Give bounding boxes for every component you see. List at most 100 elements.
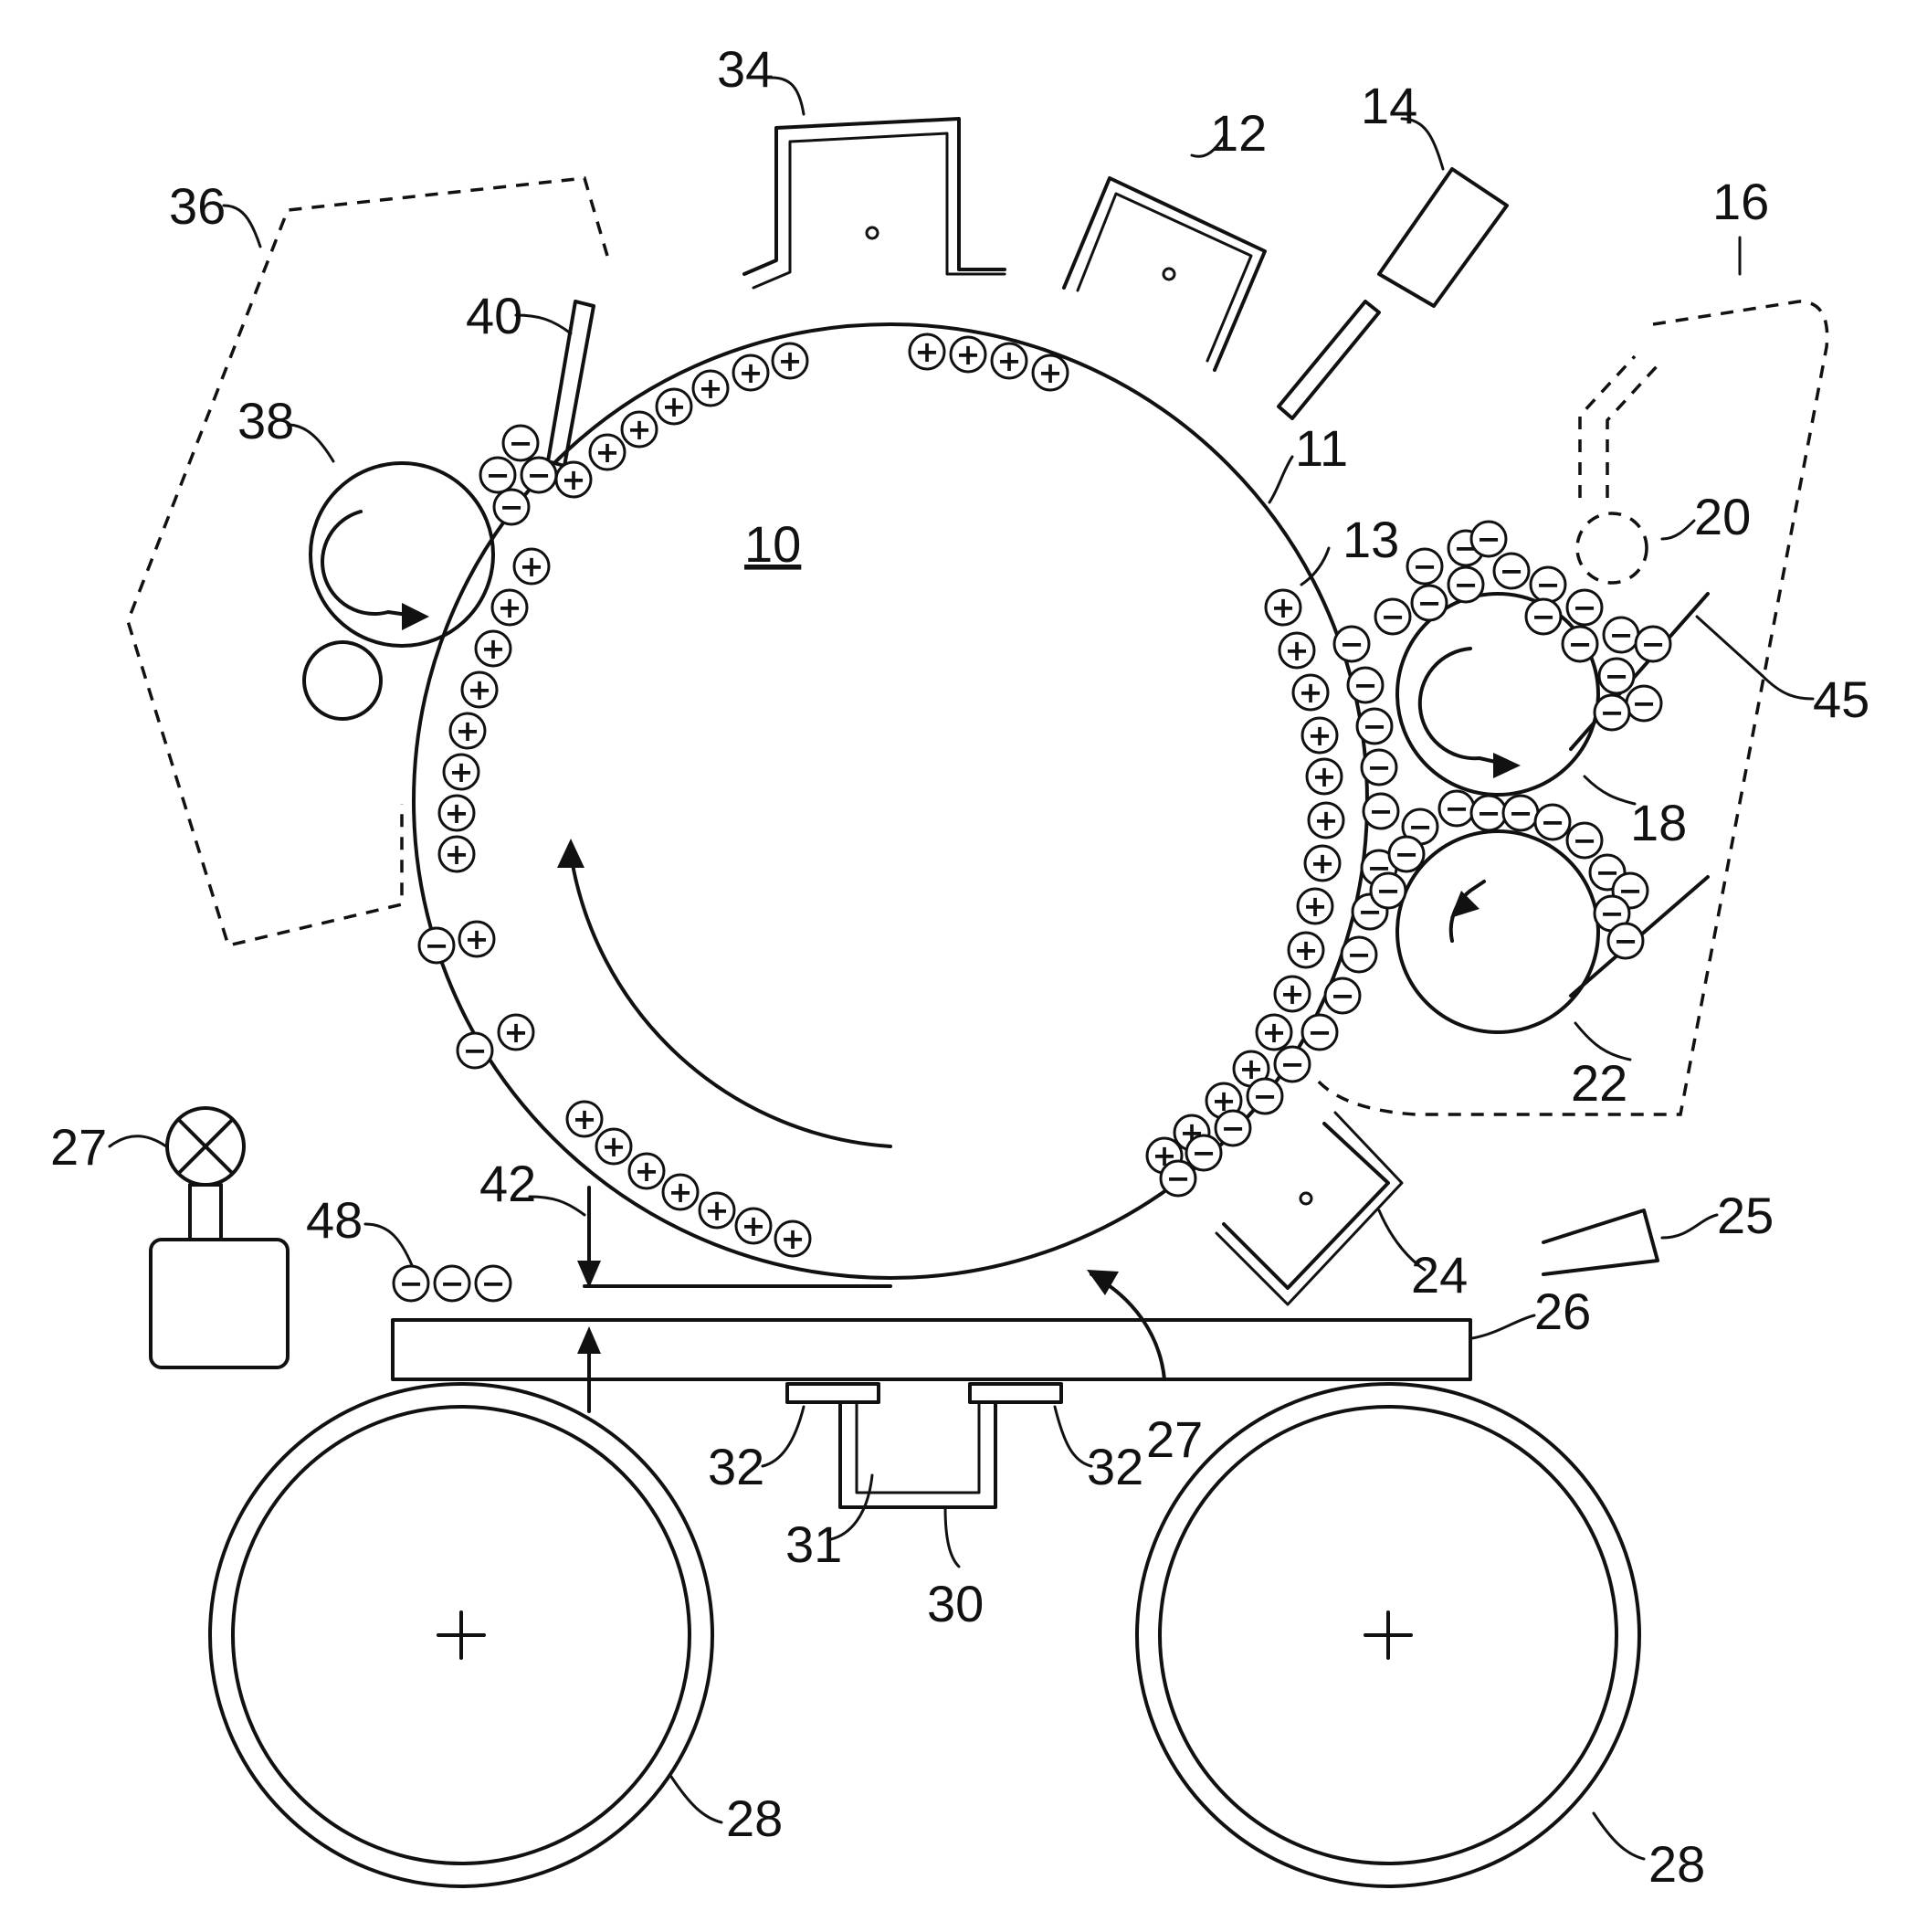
minus-sign: − [1614, 924, 1638, 958]
developer-roller-2-arrowhead [1450, 891, 1479, 918]
leader-27-lamp [110, 1136, 166, 1146]
leader-26 [1472, 1315, 1534, 1338]
minus-sign: − [1568, 627, 1593, 661]
leader-11 [1269, 457, 1292, 502]
label-exposure: 14 [1361, 77, 1417, 134]
leader-40 [516, 315, 571, 333]
plus-sign: + [1262, 1015, 1287, 1050]
minus-sign: − [1477, 796, 1501, 830]
minus-sign: − [1445, 791, 1469, 826]
leader-38 [288, 425, 333, 461]
leader-25 [1662, 1215, 1717, 1238]
plus-sign: + [627, 412, 652, 447]
leader-45 [1697, 617, 1813, 699]
belt-roller-right-axis [1365, 1612, 1411, 1658]
plus-sign: + [595, 435, 620, 470]
transfer-pad-right [970, 1384, 1061, 1402]
plus-sign: + [669, 1175, 693, 1209]
plus-sign: + [481, 631, 506, 666]
minus-sign: − [1280, 1047, 1305, 1082]
plus-sign: + [1285, 633, 1310, 668]
label-dev-roller-1: 18 [1630, 794, 1687, 851]
belt-roller-left-axis [438, 1612, 484, 1658]
plus-sign: + [1312, 759, 1337, 794]
label-charger: 12 [1210, 104, 1267, 162]
minus-sign: − [1609, 618, 1634, 652]
plus-sign: + [456, 713, 480, 748]
leader-28-left [671, 1777, 721, 1822]
minus-sign: − [1353, 668, 1378, 702]
minus-sign: − [500, 490, 524, 524]
minus-sign: − [1192, 1135, 1216, 1170]
leader-32-right [1055, 1407, 1091, 1466]
minus-sign: − [527, 458, 552, 492]
plus-sign: + [742, 1209, 766, 1243]
leader-42 [530, 1197, 584, 1215]
lamp-neck [190, 1185, 221, 1240]
drum-rotation-arrowhead [557, 839, 584, 868]
minus-sign: − [486, 458, 511, 492]
gap-arrowhead-lower [577, 1326, 601, 1354]
leader-28-right [1594, 1813, 1644, 1859]
minus-sign: − [399, 1266, 424, 1301]
cleaning-roller-rotation-arrow [322, 512, 420, 617]
plus-sign: + [1038, 355, 1063, 390]
plus-sign: + [468, 672, 492, 707]
leader-18 [1585, 776, 1635, 804]
label-drum-surface: 11 [1295, 419, 1348, 477]
plus-sign: + [739, 355, 763, 390]
plus-sign: + [1311, 846, 1335, 881]
plus-sign: + [445, 837, 469, 871]
minus-sign: − [1395, 837, 1419, 871]
plus-sign: + [1294, 933, 1319, 967]
minus-sign: − [1166, 1161, 1191, 1196]
minus-sign: − [1221, 1111, 1246, 1145]
plus-sign: + [602, 1129, 627, 1164]
plus-sign: + [1271, 590, 1296, 625]
label-gap: 42 [479, 1155, 536, 1212]
label-lamp: 27 [50, 1118, 107, 1176]
plus-sign: + [1299, 675, 1323, 710]
plus-sign: + [1303, 889, 1328, 924]
minus-sign: − [1369, 794, 1394, 829]
label-transfer-pad-right: 32 [1087, 1438, 1143, 1495]
label-blade: 40 [466, 287, 522, 344]
minus-sign: − [509, 426, 533, 460]
minus-sign: − [1331, 978, 1355, 1013]
leader-20 [1662, 521, 1694, 539]
minus-sign: − [1367, 750, 1392, 785]
plus-sign: + [699, 371, 723, 406]
plus-sign: + [778, 343, 803, 378]
label-pre-clean-charger: 34 [717, 40, 774, 98]
developer-roller-1-arrow [1420, 649, 1511, 765]
label-dev-roller-2: 22 [1571, 1054, 1627, 1112]
plus-sign: + [915, 334, 940, 369]
label-particle: 13 [1343, 511, 1399, 568]
minus-sign: − [440, 1266, 465, 1301]
drum-rotation-arrow [571, 854, 890, 1146]
minus-sign: − [1417, 586, 1442, 620]
minus-sign: − [1454, 567, 1479, 602]
plus-sign: + [445, 796, 469, 830]
plus-sign: + [1280, 977, 1305, 1011]
minus-sign: − [1477, 522, 1501, 556]
label-dev-unit: 16 [1712, 173, 1769, 230]
label-cleaning-roller: 38 [237, 392, 294, 449]
sheet-guide [1543, 1210, 1658, 1274]
minus-sign: − [425, 928, 449, 963]
transfer-pad-left [787, 1384, 879, 1402]
exposure-head [1379, 169, 1507, 306]
post-dev-charger-wire [1300, 1193, 1311, 1204]
plus-sign: + [1314, 803, 1339, 838]
cleaning-roller-arrowhead [402, 603, 429, 630]
plus-sign: + [562, 462, 586, 497]
pre-clean-charger-inner [753, 133, 1005, 288]
label-sheet: 26 [1534, 1283, 1591, 1340]
label-transfer-pad-left: 32 [708, 1438, 764, 1495]
toner-particles: +++++++++++−−−−++++++++−+−++++++++−−−+++… [394, 334, 1670, 1301]
minus-sign: − [1536, 567, 1561, 602]
plus-sign: + [520, 549, 544, 584]
minus-sign: − [481, 1266, 506, 1301]
minus-sign: − [1600, 695, 1625, 730]
